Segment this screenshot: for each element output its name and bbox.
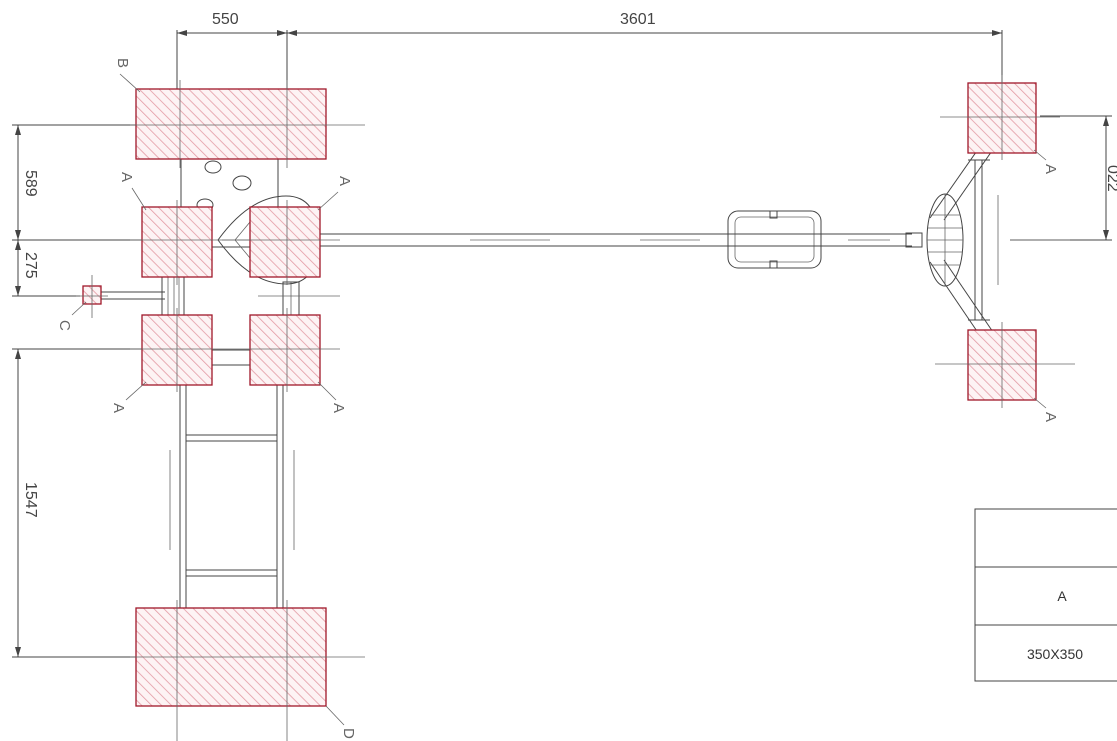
- slide: [169, 362, 295, 700]
- dim-550: 550: [212, 11, 239, 28]
- label-a-6: A: [1042, 412, 1059, 422]
- foundation-a-bottom-right: [249, 314, 321, 386]
- legend-table: A 350X350: [974, 508, 1117, 682]
- swing-beam: [318, 210, 923, 269]
- foundations: [82, 82, 1037, 707]
- label-a-1: A: [118, 172, 135, 182]
- label-d: D: [340, 728, 357, 739]
- label-c: C: [56, 320, 73, 331]
- dim-right: 022: [1104, 165, 1117, 192]
- legend-type: A: [1057, 588, 1067, 604]
- foundation-b-top: [135, 88, 327, 160]
- label-a-2: A: [336, 176, 353, 186]
- top-dimensions: 550 3601: [176, 11, 1003, 90]
- right-dimension: 022: [1010, 115, 1117, 241]
- callouts: B A A C A A A A D: [56, 58, 1059, 739]
- foundation-a-top-right: [249, 206, 321, 278]
- label-b: B: [114, 58, 131, 68]
- legend-size: 350X350: [1027, 646, 1083, 662]
- dim-1547: 1547: [22, 482, 39, 518]
- dim-589: 589: [22, 170, 39, 197]
- label-a-4: A: [330, 403, 347, 413]
- left-dimensions: 589 275 1547: [12, 124, 180, 658]
- label-a-3: A: [110, 403, 127, 413]
- centerlines: [76, 75, 1075, 741]
- dim-275: 275: [22, 252, 39, 279]
- dim-3601: 3601: [620, 11, 656, 28]
- label-a-5: A: [1042, 164, 1059, 174]
